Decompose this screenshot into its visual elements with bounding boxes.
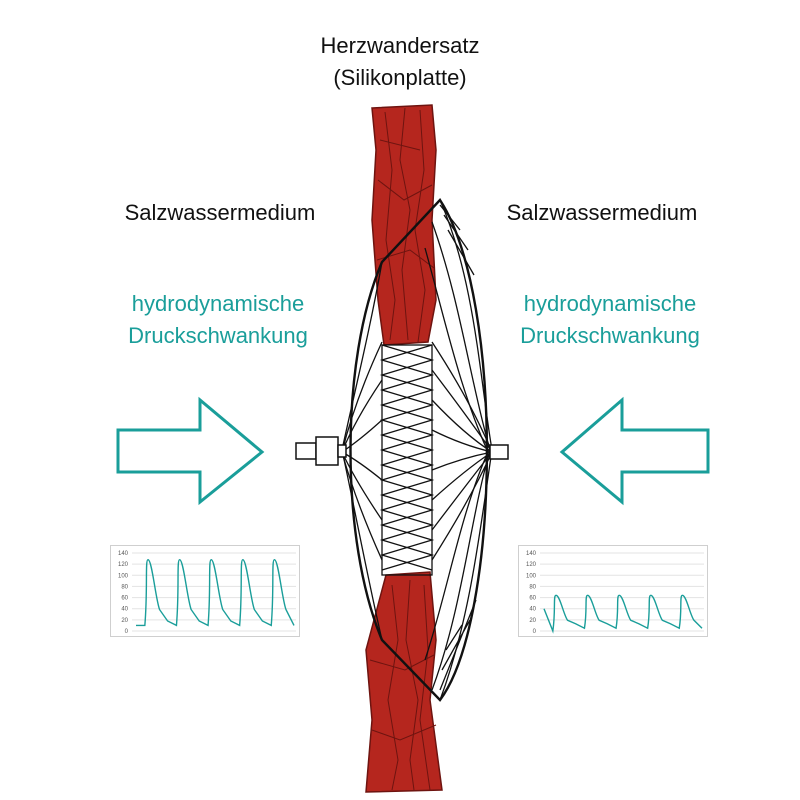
left-pressure-chart: 0 20 40 60 80 100 120 140 xyxy=(110,545,300,637)
chart-frame xyxy=(518,545,708,637)
left-pressure-label: hydrodynamische Druckschwankung xyxy=(88,288,348,352)
lower-tissue-strip xyxy=(365,571,443,793)
right-pressure-chart: 0 20 40 60 80 100 120 140 xyxy=(518,545,708,637)
left-medium-label: Salzwassermedium xyxy=(124,200,316,225)
chart-ytick-label: 80 xyxy=(529,584,536,590)
chart-ytick-label: 120 xyxy=(118,562,129,568)
title-line-1: Herzwandersatz xyxy=(320,33,480,58)
right-medium-label: Salzwassermedium xyxy=(506,200,698,225)
chart-ytick-label: 40 xyxy=(529,607,536,613)
chart-ytick-label: 40 xyxy=(121,607,128,613)
chart-ytick-label: 100 xyxy=(118,573,129,579)
chart-series-line xyxy=(136,558,295,627)
left-pressure-line-2: Druckschwankung xyxy=(128,323,308,348)
right-connector xyxy=(489,444,509,460)
upper-tissue-strip xyxy=(371,104,437,346)
title-line-2: (Silikonplatte) xyxy=(333,65,467,90)
chart-series-line xyxy=(543,594,703,634)
left-pressure-arrow xyxy=(116,396,265,506)
left-connector xyxy=(295,436,347,466)
chart-ytick-label: 140 xyxy=(526,551,537,557)
chart-ytick-label: 80 xyxy=(121,584,128,590)
right-pressure-line-2: Druckschwankung xyxy=(520,323,700,348)
chart-ytick-label: 140 xyxy=(118,551,129,557)
chart-frame xyxy=(110,545,300,637)
stent-mesh xyxy=(341,198,493,702)
chart-ytick-label: 60 xyxy=(529,596,536,602)
left-pressure-line-1: hydrodynamische xyxy=(131,291,305,316)
right-pressure-line-1: hydrodynamische xyxy=(523,291,697,316)
right-pressure-arrow xyxy=(559,396,710,506)
chart-ytick-label: 60 xyxy=(121,596,128,602)
chart-ytick-label: 0 xyxy=(125,629,129,635)
diagram-title: Herzwandersatz (Silikonplatte) xyxy=(250,30,550,94)
right-pressure-label: hydrodynamische Druckschwankung xyxy=(480,288,740,352)
chart-ytick-label: 120 xyxy=(526,562,537,568)
chart-ytick-label: 20 xyxy=(121,618,128,624)
chart-ytick-label: 100 xyxy=(526,573,537,579)
chart-ytick-label: 20 xyxy=(529,618,536,624)
chart-ytick-label: 0 xyxy=(533,629,537,635)
